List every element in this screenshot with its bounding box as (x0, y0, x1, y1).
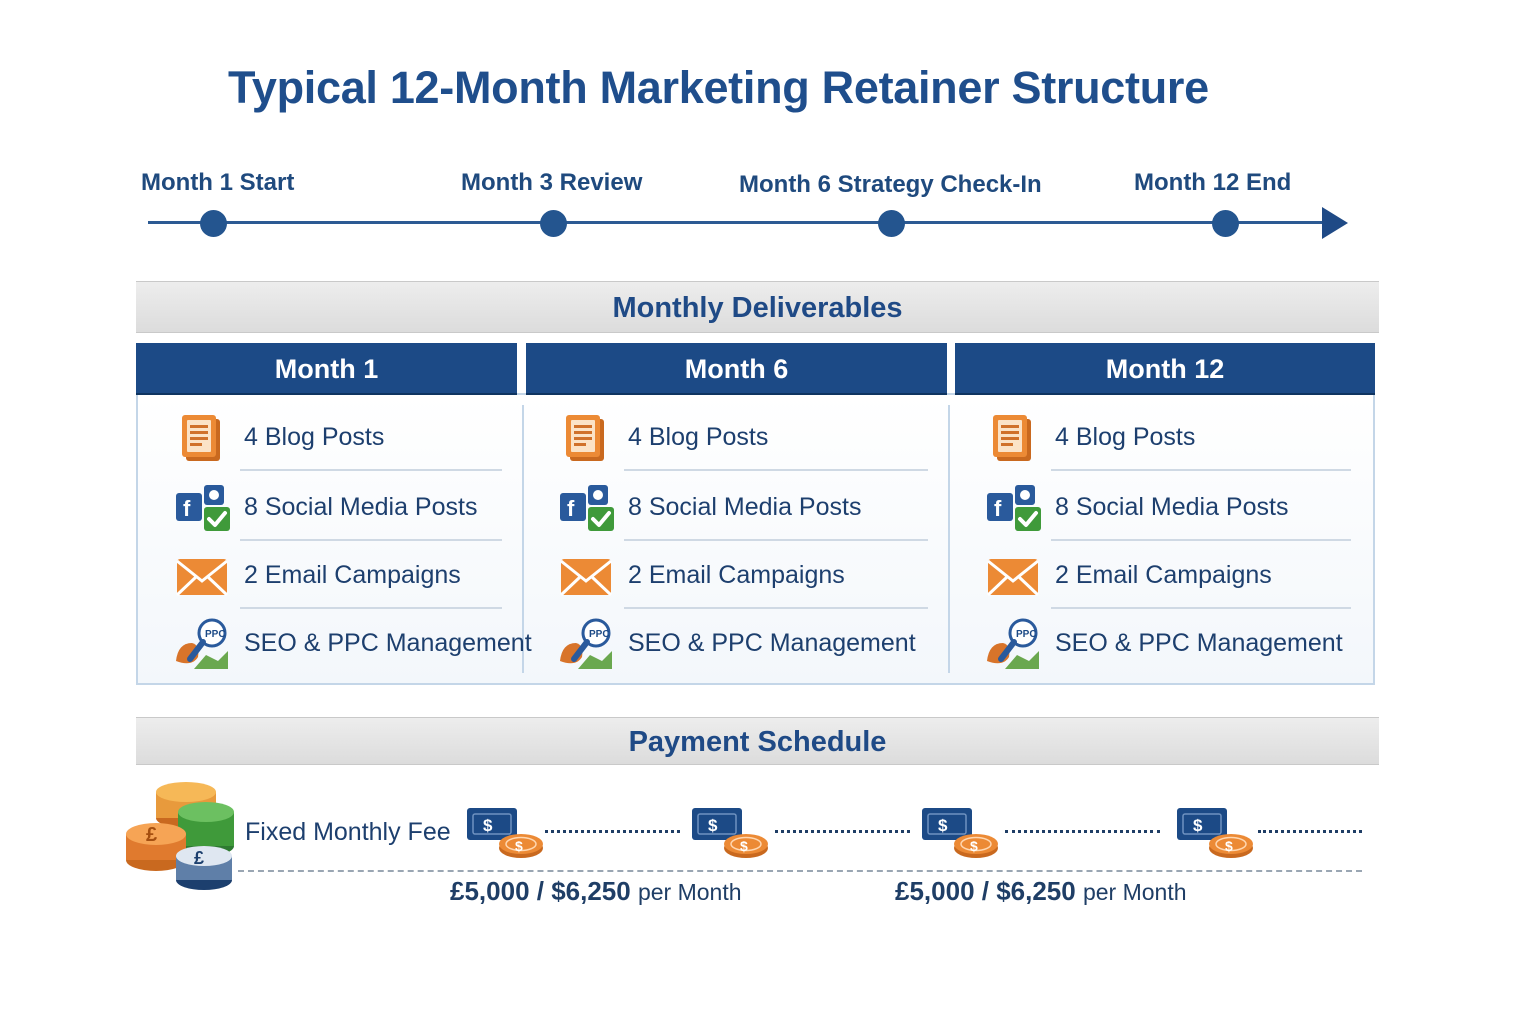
deliverable-item: 2 Email Campaigns (985, 549, 1351, 609)
dotted-connector (775, 830, 910, 833)
column-month-12: Month 12 4 Blog Posts 8 Social Media Pos… (955, 343, 1375, 395)
ppc-magnifier-icon: PPC (558, 617, 614, 673)
row-separator (1051, 607, 1351, 609)
deliverable-item: 8 Social Media Posts (558, 481, 928, 541)
ppc-badge-text: PPC (589, 629, 610, 640)
timeline-label-month-12: Month 12 End (1134, 169, 1292, 196)
row-separator (1051, 469, 1351, 471)
payment-heading: Payment Schedule (136, 717, 1379, 765)
timeline-label-month-1: Month 1 Start (141, 169, 295, 196)
amount-value: £5,000 / $6,250 (895, 876, 1076, 906)
deliverable-label: 2 Email Campaigns (244, 561, 461, 589)
envelope-icon (174, 549, 230, 605)
row-separator (240, 469, 502, 471)
payment-amount: £5,000 / $6,250 per Month (450, 876, 742, 907)
dollar-symbol: $ (740, 838, 748, 854)
payment-icon: $$ (465, 806, 545, 860)
amount-value: £5,000 / $6,250 (450, 876, 631, 906)
timeline-arrow-icon (1322, 207, 1348, 239)
deliverable-label: 8 Social Media Posts (628, 493, 862, 521)
dollar-symbol: $ (483, 816, 493, 835)
row-separator (240, 607, 502, 609)
page-title: Typical 12-Month Marketing Retainer Stru… (228, 62, 1209, 113)
column-divider (948, 405, 950, 673)
timeline-dot-month-12 (1212, 210, 1239, 237)
social-media-icon (174, 481, 230, 537)
dollar-symbol: $ (1225, 838, 1233, 854)
coin-stack-icon: £ £ (126, 782, 234, 890)
deliverable-label: 4 Blog Posts (1055, 423, 1196, 451)
deliverable-item: 2 Email Campaigns (174, 549, 504, 609)
document-icon (558, 411, 614, 467)
timeline-line (148, 221, 1328, 224)
row-separator (1051, 539, 1351, 541)
deliverables-table: Month 1 4 Blog Posts 8 Social Media Post… (136, 343, 1375, 685)
column-header: Month 12 (955, 343, 1375, 395)
timeline-dot-month-1 (200, 210, 227, 237)
payment-icon: $$ (920, 806, 1000, 860)
row-separator (240, 539, 502, 541)
deliverable-item: PPC SEO & PPC Management (985, 617, 1343, 677)
timeline-label-month-3: Month 3 Review (461, 169, 643, 196)
amount-suffix: per Month (637, 879, 742, 905)
dotted-connector (1258, 830, 1362, 833)
row-separator (624, 607, 928, 609)
social-media-icon (558, 481, 614, 537)
deliverable-label: 2 Email Campaigns (1055, 561, 1272, 589)
row-separator (624, 539, 928, 541)
payment-icon: $$ (1175, 806, 1255, 860)
deliverable-item: 4 Blog Posts (558, 411, 928, 471)
document-icon (174, 411, 230, 467)
dollar-symbol: $ (1193, 816, 1203, 835)
deliverable-item: PPC SEO & PPC Management (174, 617, 532, 677)
column-header: Month 1 (136, 343, 517, 395)
column-divider (522, 405, 524, 673)
document-icon (985, 411, 1041, 467)
deliverable-label: SEO & PPC Management (1055, 629, 1343, 657)
payment-amount: £5,000 / $6,250 per Month (895, 876, 1187, 907)
row-separator (624, 469, 928, 471)
amount-suffix: per Month (1082, 879, 1187, 905)
deliverable-label: 2 Email Campaigns (628, 561, 845, 589)
deliverable-item: 8 Social Media Posts (985, 481, 1351, 541)
dotted-connector (545, 830, 680, 833)
column-header: Month 6 (526, 343, 947, 395)
deliverable-label: 8 Social Media Posts (1055, 493, 1289, 521)
deliverable-label: 4 Blog Posts (244, 423, 385, 451)
timeline-dot-month-3 (540, 210, 567, 237)
ppc-magnifier-icon: PPC (174, 617, 230, 673)
dollar-symbol: $ (938, 816, 948, 835)
deliverable-item: 4 Blog Posts (174, 411, 504, 471)
ppc-badge-text: PPC (1016, 629, 1037, 640)
timeline-label-month-6: Month 6 Strategy Check-In (739, 171, 1042, 198)
pound-symbol: £ (194, 848, 204, 868)
deliverable-item: 8 Social Media Posts (174, 481, 504, 541)
dollar-symbol: $ (708, 816, 718, 835)
ppc-badge-text: PPC (205, 629, 226, 640)
dotted-connector (1005, 830, 1160, 833)
envelope-icon (558, 549, 614, 605)
payment-baseline (238, 870, 1362, 872)
payment-icon: $$ (690, 806, 770, 860)
deliverable-label: SEO & PPC Management (628, 629, 916, 657)
social-media-icon (985, 481, 1041, 537)
deliverable-label: 8 Social Media Posts (244, 493, 478, 521)
timeline-dot-month-6 (878, 210, 905, 237)
column-month-6: Month 6 4 Blog Posts 8 Social Media Post… (526, 343, 947, 395)
pound-symbol: £ (146, 824, 157, 846)
deliverable-label: 4 Blog Posts (628, 423, 769, 451)
deliverable-label: SEO & PPC Management (244, 629, 532, 657)
dollar-symbol: $ (515, 838, 523, 854)
deliverable-item: 4 Blog Posts (985, 411, 1351, 471)
deliverable-item: PPC SEO & PPC Management (558, 617, 916, 677)
ppc-magnifier-icon: PPC (985, 617, 1041, 673)
fixed-fee-label: Fixed Monthly Fee (245, 818, 451, 846)
deliverables-heading: Monthly Deliverables (136, 281, 1379, 333)
column-month-1: Month 1 4 Blog Posts 8 Social Media Post… (136, 343, 532, 395)
envelope-icon (985, 549, 1041, 605)
deliverable-item: 2 Email Campaigns (558, 549, 928, 609)
dollar-symbol: $ (970, 838, 978, 854)
